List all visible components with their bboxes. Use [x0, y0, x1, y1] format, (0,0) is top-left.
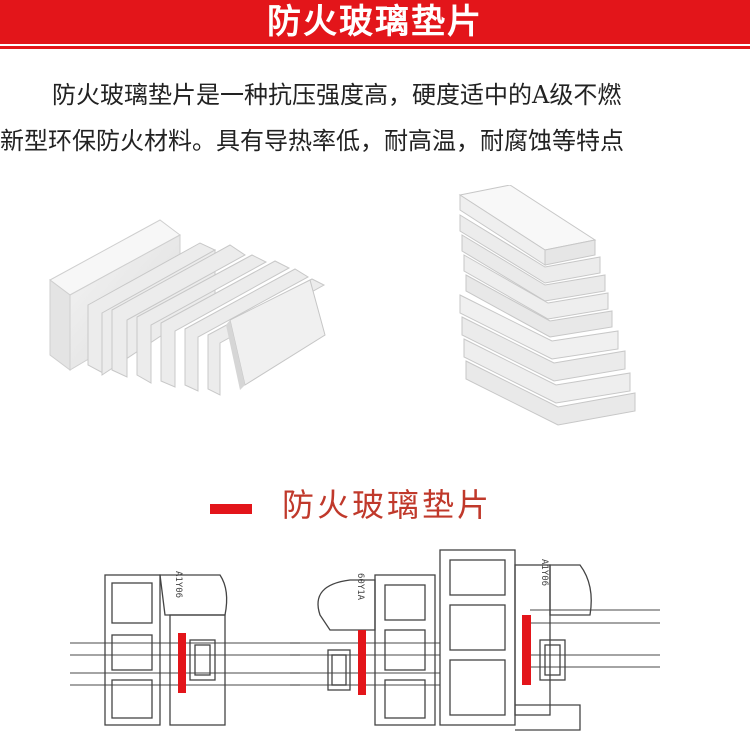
right-profile: [439, 549, 592, 731]
middle-profile: [317, 574, 436, 726]
fire-glass-gasket-right: [522, 615, 531, 685]
profile-stamp-right: A1Y06: [539, 559, 549, 586]
product-photo-fanned-stack: [49, 219, 326, 396]
profile-stamp-middle: 60Y1A: [355, 573, 365, 601]
description-line-1: 防火玻璃垫片是一种抗压强度高，硬度适中的A级不燃: [52, 81, 622, 109]
fire-glass-gasket-left: [178, 633, 186, 693]
header-bar: [0, 0, 750, 44]
legend-red-marker: [210, 504, 252, 514]
header-underline: [0, 46, 750, 49]
board-stack: [458, 185, 636, 426]
page-title: 防火玻璃垫片: [267, 2, 483, 42]
product-photo-stacked-boards: [458, 185, 636, 426]
description-line-2: 新型环保防火材料。具有导热率低，耐高温，耐腐蚀等特点: [0, 127, 624, 155]
board-front-tile: [226, 279, 326, 390]
legend-label: 防火玻璃垫片: [282, 486, 493, 524]
fire-glass-gasket-middle: [358, 630, 366, 695]
profile-stamp-left: A1Y06: [173, 571, 183, 598]
left-profile: [104, 574, 228, 726]
window-profile-diagram: A1Y06 60Y1A A1Y06: [70, 549, 660, 731]
board-slices: [87, 242, 326, 396]
